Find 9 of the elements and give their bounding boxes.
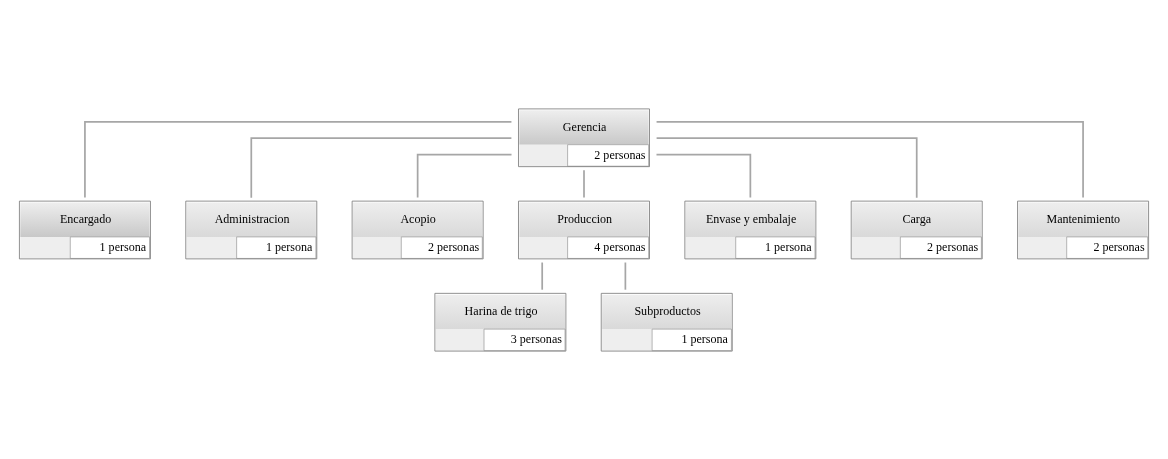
connector xyxy=(541,261,544,291)
connector xyxy=(250,136,513,198)
connector xyxy=(655,153,752,198)
connector xyxy=(624,261,627,291)
connector xyxy=(583,168,585,198)
connector xyxy=(655,120,1084,198)
connector xyxy=(84,120,513,198)
connector xyxy=(655,136,918,198)
connector xyxy=(416,153,513,198)
